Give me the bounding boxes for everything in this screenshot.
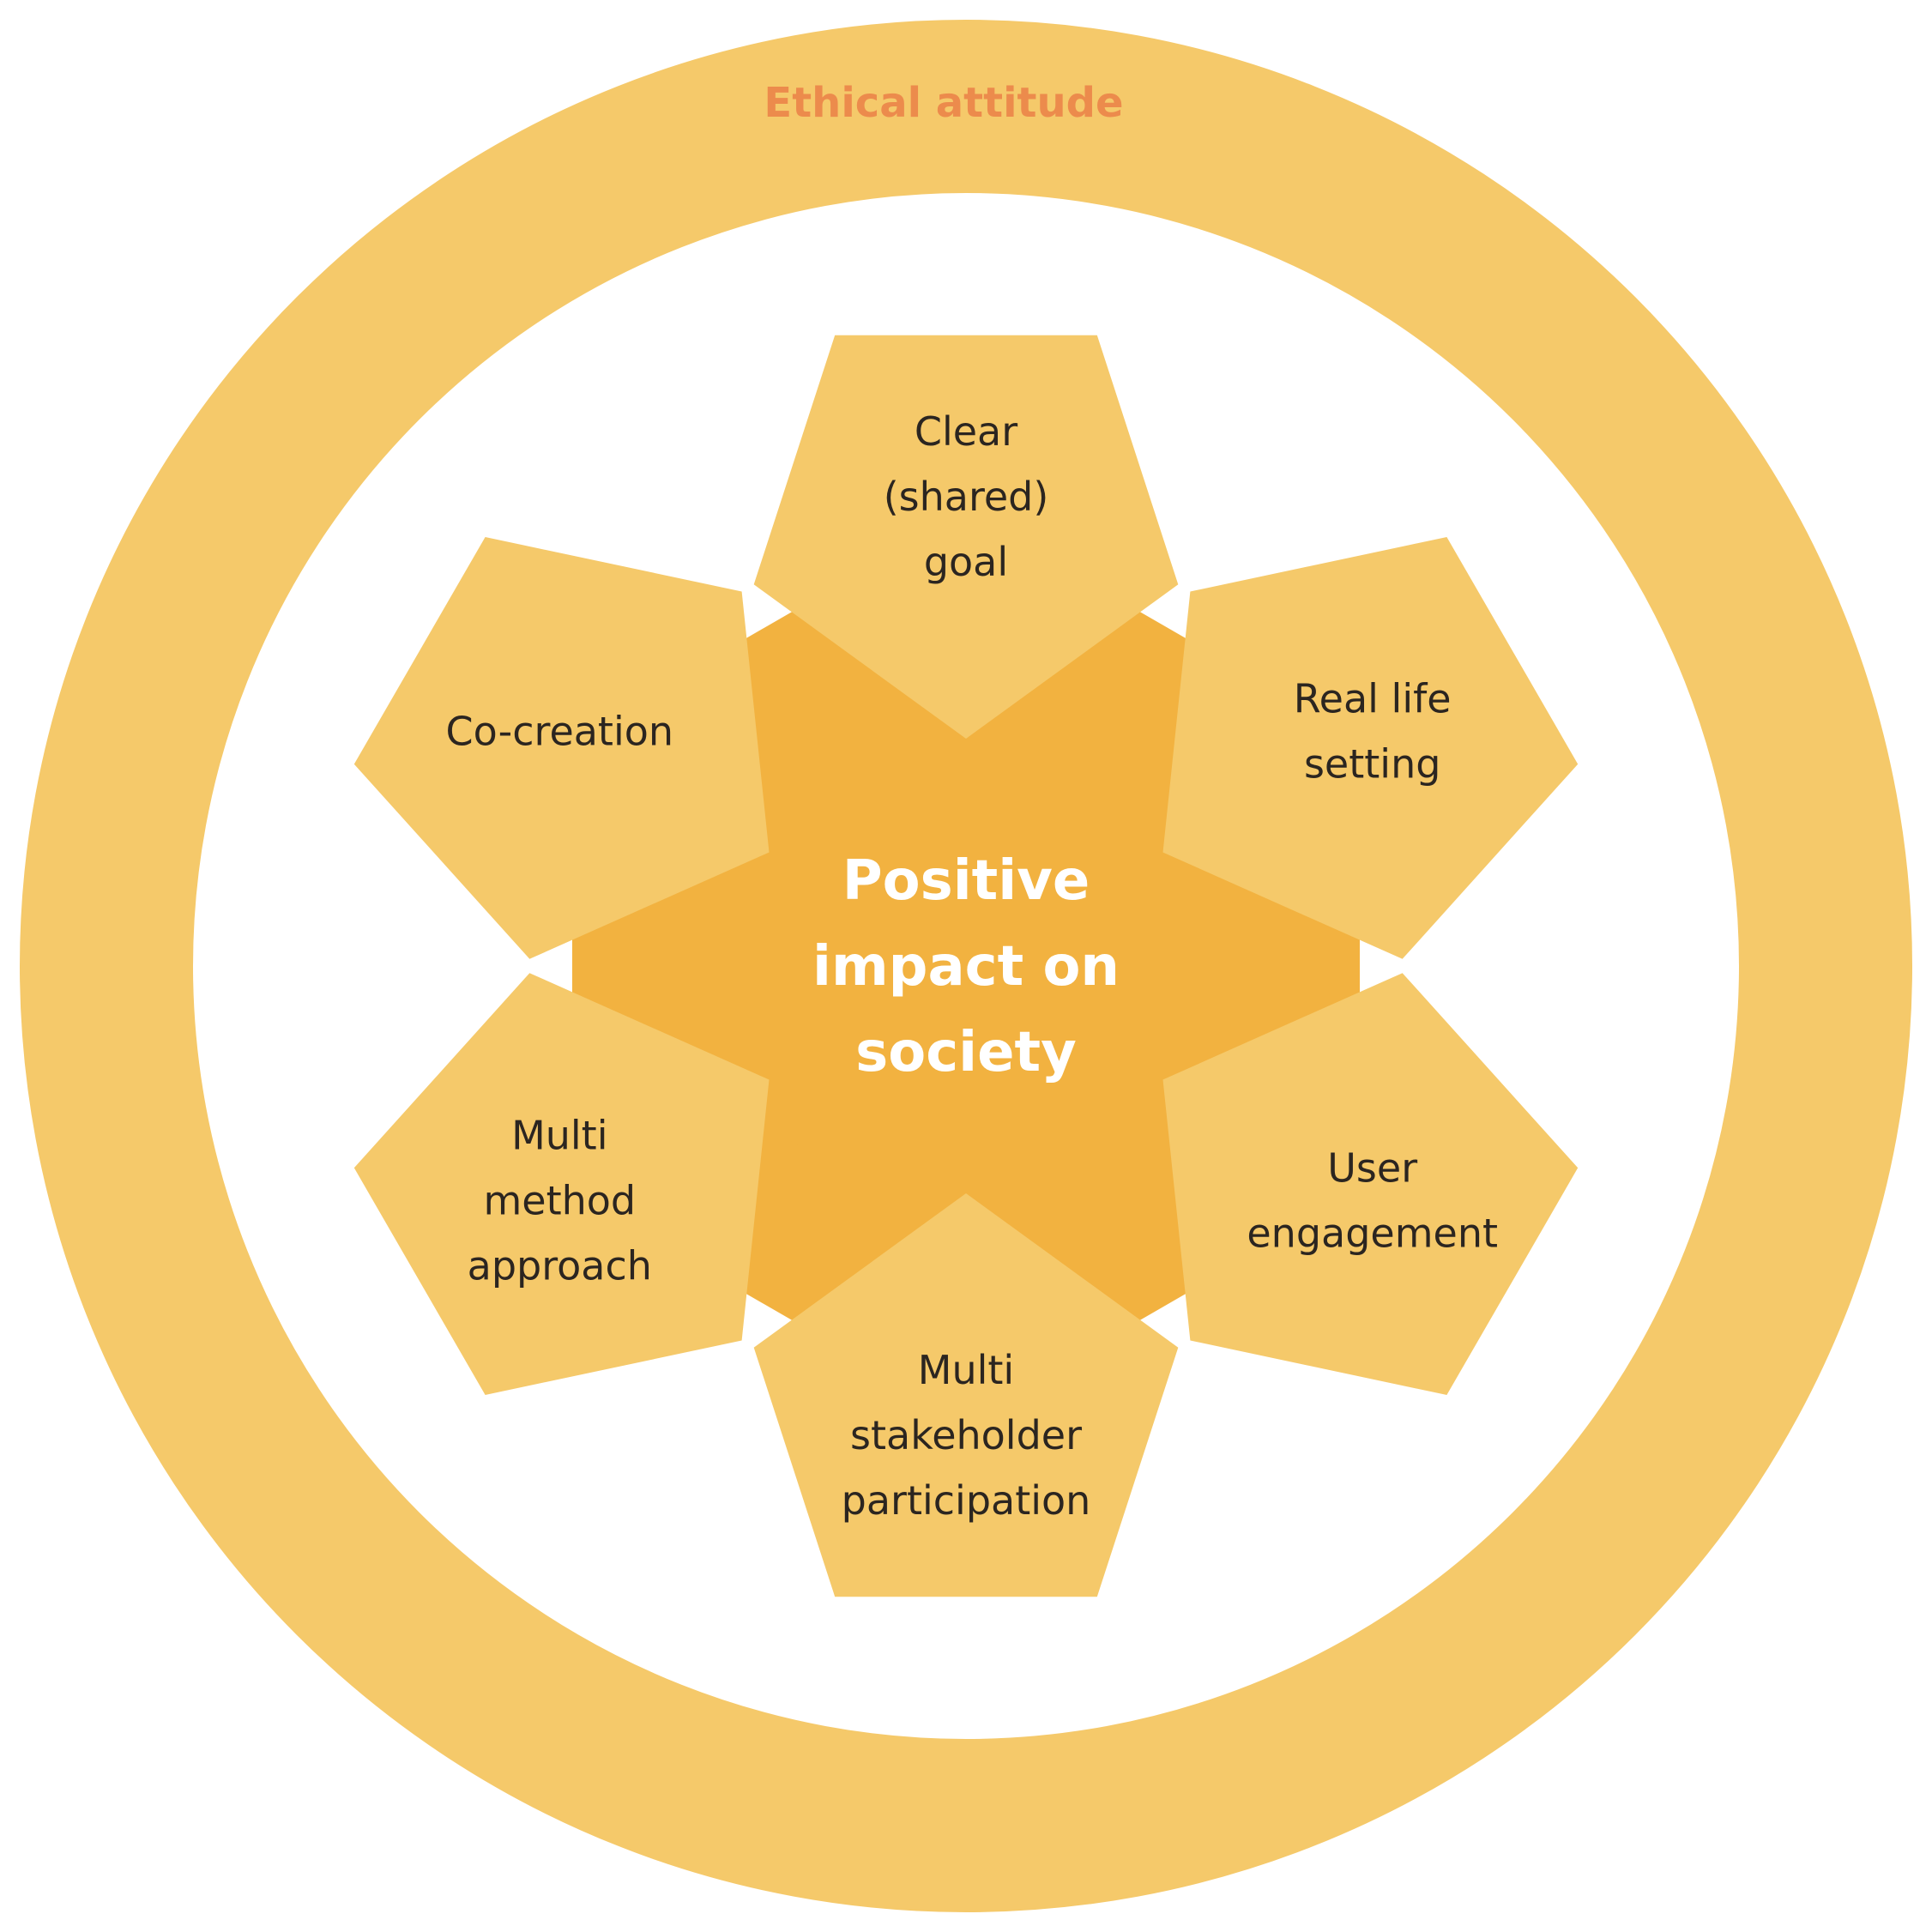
- pentagon-label-line: Real life: [1294, 676, 1452, 722]
- center-text-layer: Positive impact on society: [812, 849, 1120, 1084]
- pentagon-label-line: approach: [468, 1243, 652, 1289]
- pentagon-shape: [753, 335, 1179, 739]
- pentagon-label-line: goal: [924, 539, 1008, 585]
- outer-ring: [20, 20, 1912, 1912]
- pentagon-label-line: User: [1327, 1145, 1417, 1192]
- pentagon-label-line: Multi: [511, 1113, 607, 1159]
- pentagon-label: Clear (shared) goal: [884, 408, 1049, 585]
- pentagon-label-line: setting: [1304, 741, 1440, 788]
- outer-ring-layer: Ethical attitude: [20, 20, 1912, 1912]
- pentagon-label: Co-creation: [446, 709, 674, 755]
- pentagon-multi-stakeholder-participation: Multi stakeholder participation: [753, 1193, 1179, 1597]
- pentagon-multi-method-approach: Multi method approach: [353, 973, 770, 1395]
- outer-ring-label: Ethical attitude: [764, 79, 1123, 127]
- pentagon-label: Real life setting: [1294, 676, 1452, 788]
- pentagon-shape: [1162, 537, 1579, 959]
- pentagon-shape: [353, 537, 770, 959]
- pentagon-label-line: method: [483, 1178, 636, 1224]
- pentagon-label-line: engagement: [1247, 1211, 1498, 1257]
- pentagon-co-creation: Co-creation: [353, 537, 770, 959]
- center-title: Positive impact on society: [812, 849, 1120, 1084]
- pentagon-label: Multi method approach: [468, 1113, 652, 1289]
- pentagon-label-line: Clear: [915, 408, 1017, 455]
- center-title-line: impact on: [812, 935, 1120, 999]
- pentagon-shape: [753, 1193, 1179, 1597]
- pentagon-label-line: stakeholder: [850, 1412, 1082, 1458]
- pentagon-label: User engagement: [1247, 1145, 1498, 1257]
- pentagon-label-line: Multi: [918, 1347, 1014, 1393]
- pentagon-clear-shared-goal: Clear (shared) goal: [753, 335, 1179, 739]
- pentagon-label-line: (shared): [884, 474, 1049, 520]
- pentagon-real-life-setting: Real life setting: [1162, 537, 1579, 959]
- center-title-line: Positive: [842, 849, 1090, 913]
- pentagon-shape: [353, 973, 770, 1395]
- pentagon-label: Multi stakeholder participation: [842, 1347, 1091, 1524]
- pentagon-user-engagement: User engagement: [1162, 973, 1579, 1395]
- pentagon-label-line: participation: [842, 1477, 1091, 1524]
- center-title-line: society: [855, 1021, 1077, 1084]
- pentagon-shape: [1162, 973, 1579, 1395]
- pentagon-label-line: Co-creation: [446, 709, 674, 755]
